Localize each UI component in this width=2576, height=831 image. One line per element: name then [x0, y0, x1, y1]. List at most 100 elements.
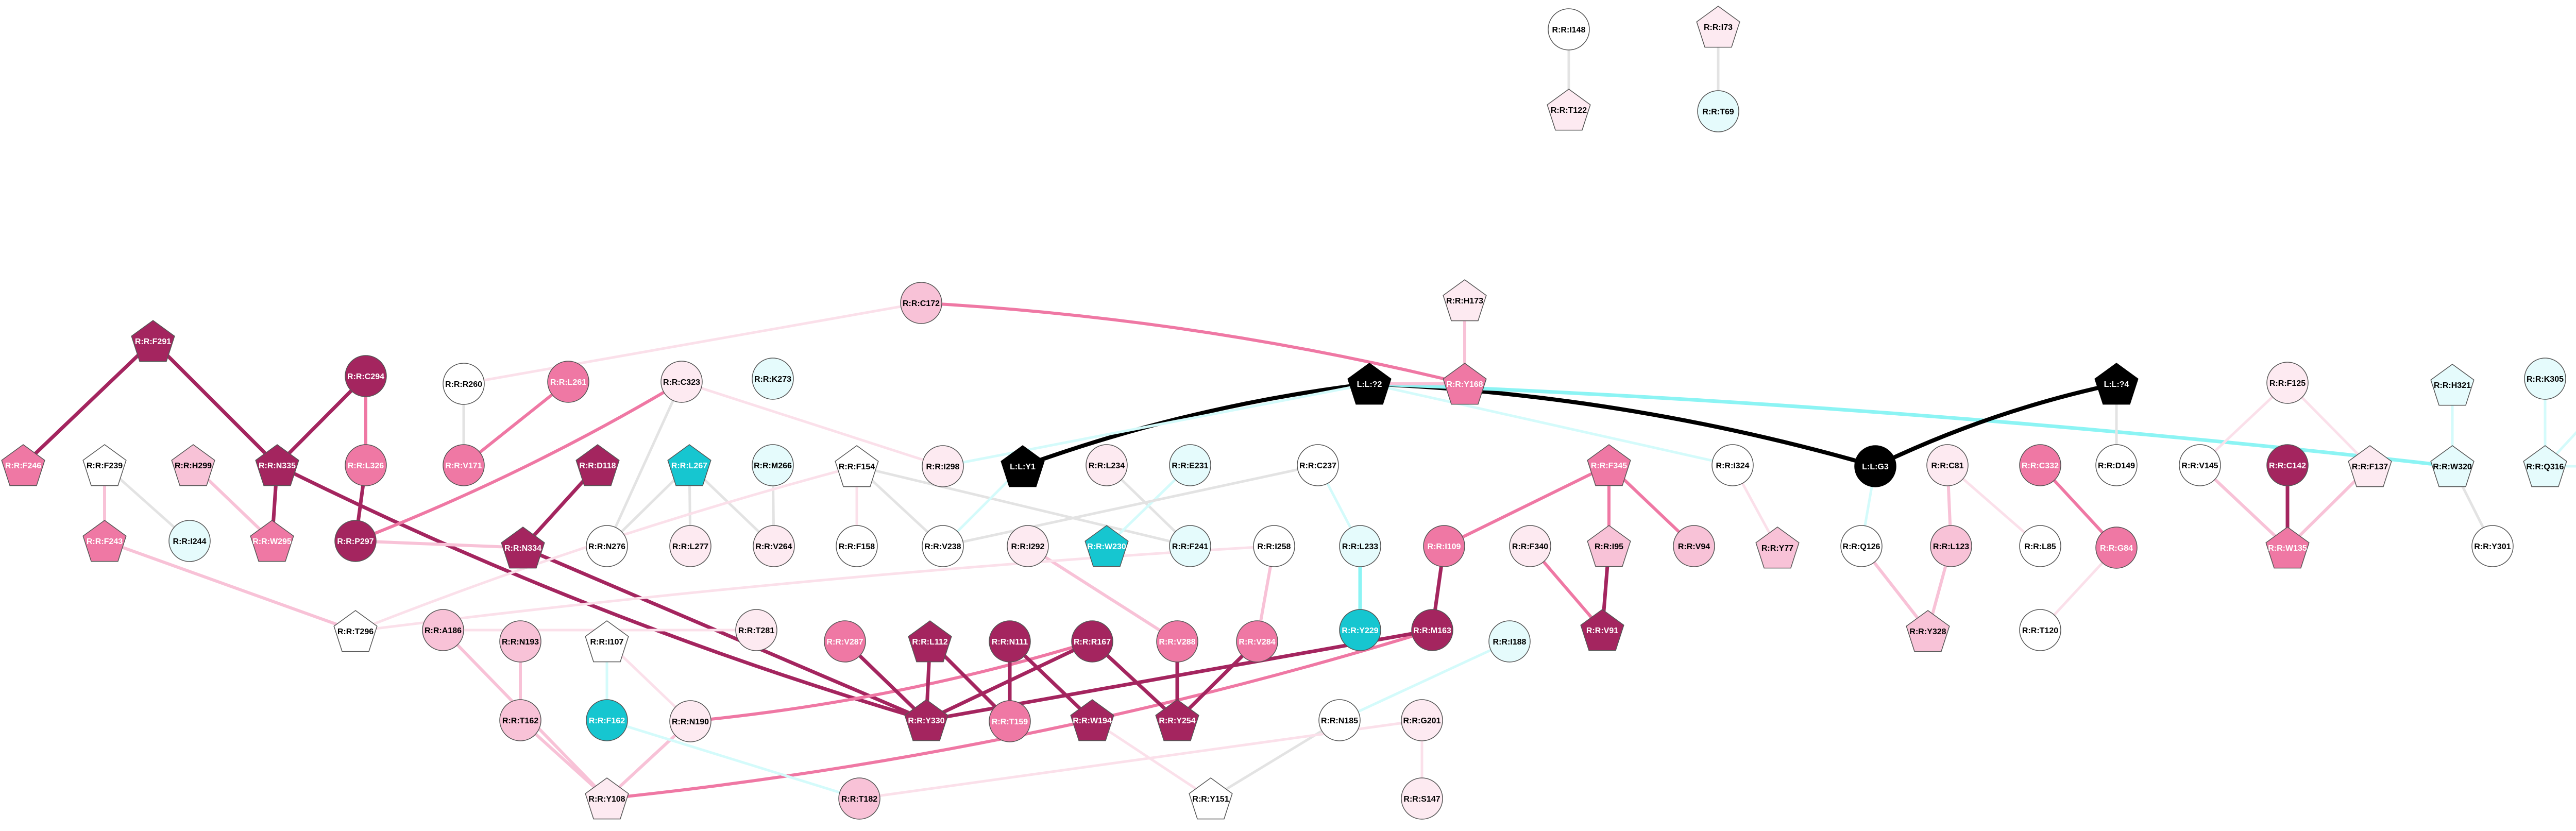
node-l85[interactable]: R:R:L85	[2019, 525, 2061, 567]
node-y77[interactable]: R:R:Y77	[1755, 527, 1800, 569]
node-i258[interactable]: R:R:I258	[1253, 525, 1295, 567]
node-v91[interactable]: R:R:V91	[1580, 609, 1624, 651]
node-l261[interactable]: R:R:L261	[547, 361, 589, 403]
node-y330[interactable]: R:R:Y330	[904, 699, 948, 741]
node-d118[interactable]: R:R:D118	[575, 444, 620, 486]
node-l267[interactable]: R:R:L267	[667, 444, 711, 486]
node-f162[interactable]: R:R:F162	[586, 699, 628, 741]
node-v288[interactable]: R:R:V288	[1156, 620, 1198, 663]
node-l326[interactable]: R:R:L326	[345, 444, 387, 486]
node-i298[interactable]: R:R:I298	[922, 445, 964, 487]
node-t69[interactable]: R:R:T69	[1697, 90, 1739, 132]
node-w194[interactable]: R:R:W194	[1070, 699, 1114, 741]
node-i107[interactable]: R:R:I107	[585, 620, 629, 663]
node-d149[interactable]: R:R:D149	[2095, 444, 2138, 486]
node-g84[interactable]: R:R:G84	[2095, 527, 2138, 569]
node-y328[interactable]: R:R:Y328	[1906, 610, 1950, 652]
node-m266[interactable]: R:R:M266	[752, 444, 794, 486]
node-t162[interactable]: R:R:T162	[499, 699, 541, 741]
node-f345[interactable]: R:R:F345	[1587, 444, 1631, 486]
node-c172[interactable]: R:R:C172	[900, 282, 942, 324]
node-l72[interactable]: L:L:?2	[1347, 363, 1392, 405]
node-h321[interactable]: R:R:H321	[2430, 364, 2475, 406]
node-f241[interactable]: R:R:F241	[1169, 525, 1211, 567]
node-s147[interactable]: R:R:S147	[1401, 777, 1443, 820]
node-f246[interactable]: R:R:F246	[1, 444, 45, 486]
node-c142[interactable]: R:R:C142	[2266, 444, 2309, 486]
node-f243[interactable]: R:R:F243	[82, 520, 127, 562]
node-c237[interactable]: R:R:C237	[1297, 444, 1339, 486]
node-k305[interactable]: R:R:K305	[2524, 358, 2566, 400]
node-f154[interactable]: R:R:F154	[835, 445, 879, 487]
node-t281[interactable]: R:R:T281	[735, 609, 777, 651]
node-i324[interactable]: R:R:I324	[1711, 444, 1754, 486]
node-v287[interactable]: R:R:V287	[824, 620, 866, 663]
node-y229[interactable]: R:R:Y229	[1339, 609, 1381, 651]
node-l234[interactable]: R:R:L234	[1086, 444, 1128, 486]
node-c294[interactable]: R:R:C294	[345, 355, 387, 397]
node-r167[interactable]: R:R:R167	[1071, 620, 1113, 663]
node-l74[interactable]: L:L:?4	[2094, 363, 2139, 405]
node-i188[interactable]: R:R:I188	[1488, 620, 1531, 663]
node-i292[interactable]: R:R:I292	[1007, 525, 1049, 567]
node-f158[interactable]: R:R:F158	[836, 525, 878, 567]
node-t159[interactable]: R:R:T159	[989, 700, 1031, 742]
node-n334[interactable]: R:R:N334	[501, 527, 545, 569]
node-c332[interactable]: R:R:C332	[2019, 444, 2061, 486]
node-v145[interactable]: R:R:V145	[2179, 444, 2221, 486]
node-v94[interactable]: R:R:V94	[1673, 525, 1715, 567]
node-y301[interactable]: R:R:Y301	[2471, 525, 2514, 567]
node-v264[interactable]: R:R:V264	[753, 525, 795, 567]
node-n276[interactable]: R:R:N276	[586, 525, 628, 567]
node-f239[interactable]: R:R:F239	[82, 444, 127, 486]
node-v171[interactable]: R:R:V171	[443, 444, 485, 486]
node-n335[interactable]: R:R:N335	[255, 444, 299, 486]
node-k273[interactable]: R:R:K273	[752, 358, 794, 400]
node-i95[interactable]: R:R:I95	[1587, 525, 1631, 567]
node-y254[interactable]: R:R:Y254	[1155, 699, 1199, 741]
node-n111[interactable]: R:R:N111	[989, 620, 1031, 663]
node-t120[interactable]: R:R:T120	[2019, 609, 2061, 651]
node-f137[interactable]: R:R:F137	[2348, 445, 2392, 487]
node-l123[interactable]: R:R:L123	[1930, 525, 1972, 567]
node-g201[interactable]: R:R:G201	[1401, 699, 1443, 741]
node-i109[interactable]: R:R:I109	[1423, 525, 1465, 567]
node-y1[interactable]: L:L:Y1	[1001, 445, 1045, 487]
node-f125[interactable]: R:R:F125	[2266, 362, 2309, 404]
node-w230[interactable]: R:R:W230	[1084, 525, 1129, 567]
node-i148[interactable]: R:R:I148	[1548, 8, 1590, 50]
node-h299[interactable]: R:R:H299	[171, 444, 215, 486]
node-p297[interactable]: R:R:P297	[334, 520, 377, 562]
node-a186[interactable]: R:R:A186	[422, 609, 464, 651]
node-y168[interactable]: R:R:Y168	[1443, 363, 1487, 405]
node-e231[interactable]: R:R:E231	[1169, 444, 1211, 486]
node-c81[interactable]: R:R:C81	[1926, 444, 1969, 486]
node-g3[interactable]: L:L:G3	[1854, 445, 1896, 487]
node-w320[interactable]: R:R:W320	[2430, 445, 2475, 487]
node-f340[interactable]: R:R:F340	[1509, 525, 1551, 567]
node-h173[interactable]: R:R:H173	[1443, 279, 1487, 321]
node-n185[interactable]: R:R:N185	[1318, 699, 1361, 741]
node-t122[interactable]: R:R:T122	[1547, 89, 1591, 131]
node-y108[interactable]: R:R:Y108	[585, 777, 629, 820]
node-t182[interactable]: R:R:T182	[838, 777, 880, 820]
node-i244[interactable]: R:R:I244	[168, 520, 211, 562]
node-c323[interactable]: R:R:C323	[660, 361, 703, 403]
node-l277[interactable]: R:R:L277	[669, 525, 711, 567]
node-q316[interactable]: R:R:Q316	[2523, 445, 2567, 487]
node-w295[interactable]: R:R:W295	[250, 520, 294, 562]
node-y151[interactable]: R:R:Y151	[1189, 777, 1233, 820]
node-n190[interactable]: R:R:N190	[669, 700, 711, 742]
node-n193[interactable]: R:R:N193	[499, 620, 541, 663]
node-w135[interactable]: R:R:W135	[2265, 527, 2310, 569]
node-v284[interactable]: R:R:V284	[1236, 620, 1278, 663]
node-r260[interactable]: R:R:R260	[443, 363, 485, 405]
node-v238[interactable]: R:R:V238	[922, 525, 964, 567]
node-l233[interactable]: R:R:L233	[1339, 525, 1381, 567]
node-m163[interactable]: R:R:M163	[1411, 609, 1453, 651]
node-i73[interactable]: R:R:I73	[1696, 6, 1740, 48]
node-t296[interactable]: R:R:T296	[333, 610, 378, 652]
node-l112[interactable]: R:R:L112	[908, 620, 952, 663]
node-f291[interactable]: R:R:F291	[131, 320, 175, 362]
node-q126[interactable]: R:R:Q126	[1840, 525, 1883, 567]
